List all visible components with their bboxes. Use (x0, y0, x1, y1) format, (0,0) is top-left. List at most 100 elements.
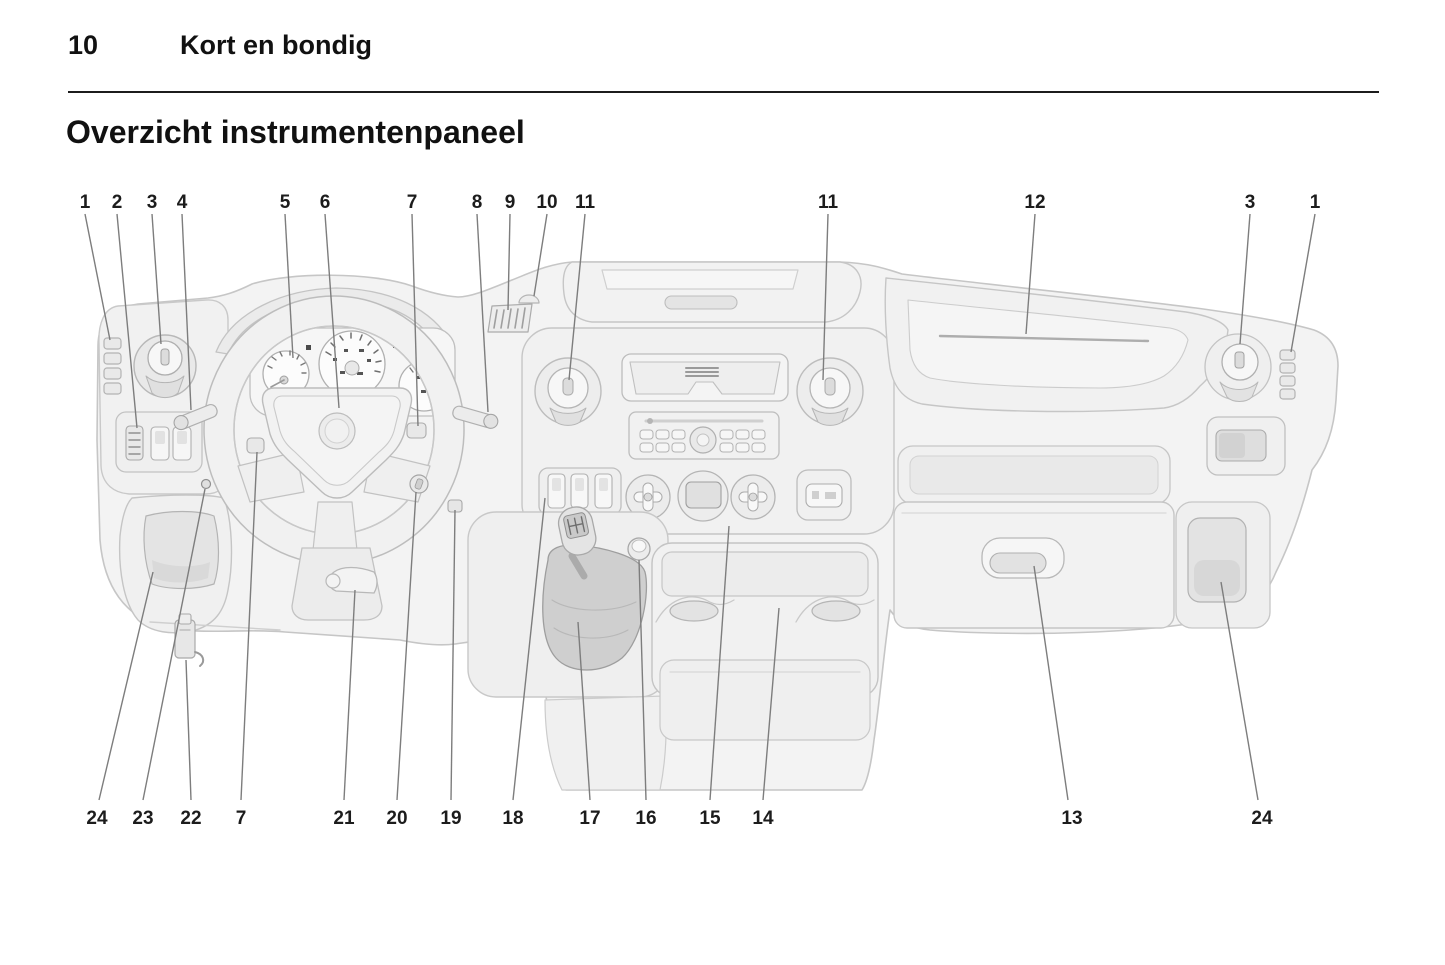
callout-line-1 (1290, 213, 1316, 353)
switch-bank (538, 467, 622, 516)
cigarette-lighter (627, 537, 651, 561)
callout-line-2 (116, 213, 138, 429)
right-side-air-vent (1279, 349, 1296, 400)
callout-label-6: 6 (320, 192, 331, 213)
callout-line-24 (1220, 581, 1259, 801)
glovebox-handle (981, 537, 1065, 579)
callout-label-5: 5 (280, 192, 291, 213)
callout-label-3: 3 (147, 192, 158, 213)
passenger-side (884, 277, 1296, 629)
callout-label-10: 10 (536, 192, 557, 213)
dashboard-drawing (96, 261, 1339, 791)
turn-signal-stalk (173, 403, 218, 431)
callout-label-16: 16 (635, 808, 656, 829)
ignition-switch (409, 474, 429, 494)
callout-line-1 (84, 213, 111, 341)
callout-line-18 (512, 497, 546, 801)
callout-line-7 (240, 451, 258, 801)
steering-wheel-controls-left (246, 437, 265, 454)
callout-label-9: 9 (505, 192, 516, 213)
callout-label-3: 3 (1245, 192, 1256, 213)
callout-label-8: 8 (472, 192, 483, 213)
info-display-slot (621, 353, 789, 402)
callout-line-22 (185, 659, 192, 801)
callout-line-24 (98, 571, 154, 801)
callout-line-13 (1033, 565, 1069, 801)
callout-line-3 (1239, 213, 1251, 345)
callout-line-11 (568, 213, 586, 381)
callout-label-18: 18 (502, 808, 523, 829)
callout-line-10 (533, 213, 548, 297)
callout-label-19: 19 (440, 808, 461, 829)
callout-label-7: 7 (407, 192, 418, 213)
left-side-air-vent (103, 337, 122, 395)
aux-socket-panel (796, 469, 852, 521)
callout-label-1: 1 (1310, 192, 1321, 213)
callout-label-12: 12 (1024, 192, 1045, 213)
wiper-stalk (452, 405, 499, 429)
callout-line-5 (284, 213, 294, 359)
callout-label-15: 15 (699, 808, 721, 829)
callout-label-24: 24 (1251, 808, 1273, 829)
release-screw (200, 478, 212, 490)
callout-label-21: 21 (333, 808, 355, 829)
center-air-vent-left (534, 357, 602, 426)
passenger-vent-knob (1204, 333, 1272, 402)
radio-unit (628, 411, 780, 460)
callout-label-13: 13 (1061, 808, 1082, 829)
callout-line-3 (151, 213, 162, 345)
callout-label-1: 1 (80, 192, 91, 213)
callout-line-7 (411, 213, 419, 427)
callout-line-16 (638, 559, 647, 801)
callout-line-4 (181, 213, 192, 411)
callout-line-17 (577, 621, 591, 801)
light-switch-knob (133, 334, 197, 399)
dash-top-switch-vent (487, 303, 533, 333)
dash-top-sensor (518, 294, 540, 304)
callout-label-23: 23 (132, 808, 153, 829)
callout-label-4: 4 (177, 192, 188, 213)
callout-line-21 (343, 589, 356, 801)
horn-pad (261, 387, 413, 499)
callout-line-19 (450, 509, 456, 801)
gauge-center (318, 330, 386, 398)
passenger-storage-tray (884, 277, 1229, 413)
callout-line-15 (709, 525, 730, 801)
callout-line-12 (1025, 213, 1036, 335)
callout-label-11: 11 (818, 192, 839, 213)
callout-label-2: 2 (112, 192, 123, 213)
callout-label-22: 22 (180, 808, 201, 829)
center-console (521, 327, 895, 535)
gear-lever-knob (557, 506, 597, 556)
header-rule (68, 91, 1379, 93)
callout-label-11: 11 (575, 192, 596, 213)
steering-wheel (173, 295, 499, 621)
chapter-title: Kort en bondig (180, 30, 372, 60)
section-title: Overzicht instrumentenpaneel (66, 114, 525, 150)
left-storage-bin (118, 494, 233, 634)
center-air-vent-right (796, 357, 864, 426)
callout-leader-lines (84, 213, 1316, 801)
callout-label-7: 7 (236, 808, 247, 829)
dash-top-tray (562, 261, 862, 323)
right-small-storage (1206, 416, 1286, 476)
cupholder-console (651, 542, 879, 741)
callout-line-8 (476, 213, 489, 413)
right-storage-bin (1175, 501, 1271, 629)
callout-label-17: 17 (579, 808, 600, 829)
steering-column (291, 547, 383, 621)
gauge-left (262, 350, 310, 398)
callout-line-9 (507, 213, 511, 311)
steering-wheel-controls-right (406, 422, 427, 439)
callout-label-20: 20 (386, 808, 407, 829)
callout-line-20 (396, 491, 417, 801)
callout-line-11 (822, 213, 829, 381)
gear-lever-assembly (467, 506, 669, 791)
callout-line-23 (142, 488, 206, 801)
callout-line-14 (762, 607, 780, 801)
page-number: 10 (68, 30, 99, 60)
callout-label-14: 14 (752, 808, 774, 829)
callout-line-6 (324, 213, 340, 409)
